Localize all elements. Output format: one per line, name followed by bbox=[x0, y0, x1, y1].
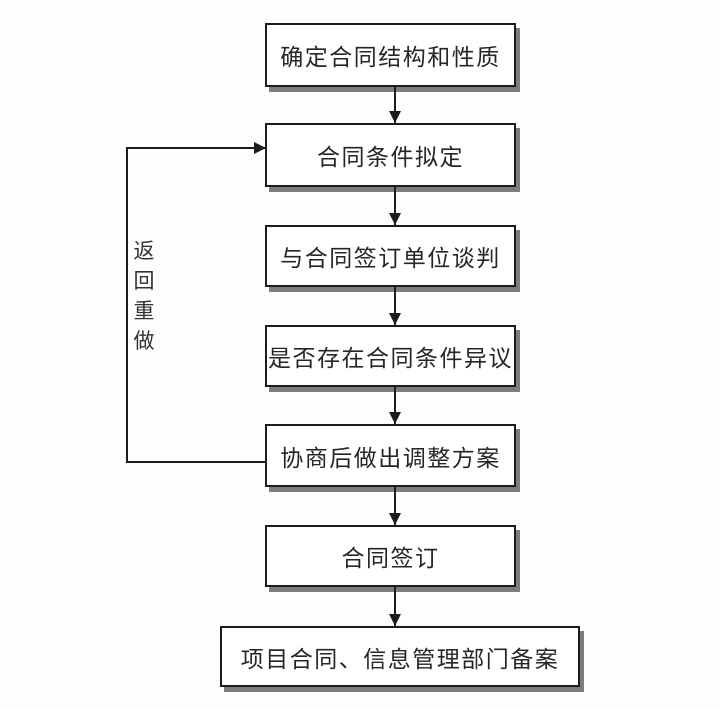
feedback-loop-label: 返 回 重 做 bbox=[131, 236, 157, 356]
node-draft-conditions: 合同条件拟定 bbox=[265, 123, 516, 187]
feedback-label-char-1: 返 bbox=[133, 239, 155, 263]
node-objection-check: 是否存在合同条件异议 bbox=[265, 325, 516, 387]
node-adjustment-plan: 协商后做出调整方案 bbox=[265, 424, 516, 487]
arrow-step6-to-step7 bbox=[388, 587, 401, 626]
node-contract-signing: 合同签订 bbox=[265, 525, 516, 587]
feedback-loop-arrow-into-step2 bbox=[126, 141, 266, 154]
node-contract-structure: 确定合同结构和性质 bbox=[265, 23, 516, 87]
node-department-filing: 项目合同、信息管理部门备案 bbox=[220, 626, 580, 687]
feedback-label-char-4: 做 bbox=[133, 329, 155, 353]
arrow-step5-to-step6 bbox=[388, 487, 401, 525]
node-negotiate-with-party: 与合同签订单位谈判 bbox=[265, 225, 516, 287]
arrow-step3-to-step4 bbox=[388, 287, 401, 325]
feedback-label-char-2: 回 bbox=[133, 269, 155, 293]
arrow-step2-to-step3 bbox=[388, 187, 401, 225]
arrow-step1-to-step2 bbox=[388, 87, 401, 123]
feedback-loop-vertical-segment bbox=[126, 147, 128, 463]
feedback-label-char-3: 重 bbox=[133, 299, 155, 323]
arrow-step4-to-step5 bbox=[388, 387, 401, 424]
feedback-loop-bottom-segment bbox=[126, 461, 266, 463]
